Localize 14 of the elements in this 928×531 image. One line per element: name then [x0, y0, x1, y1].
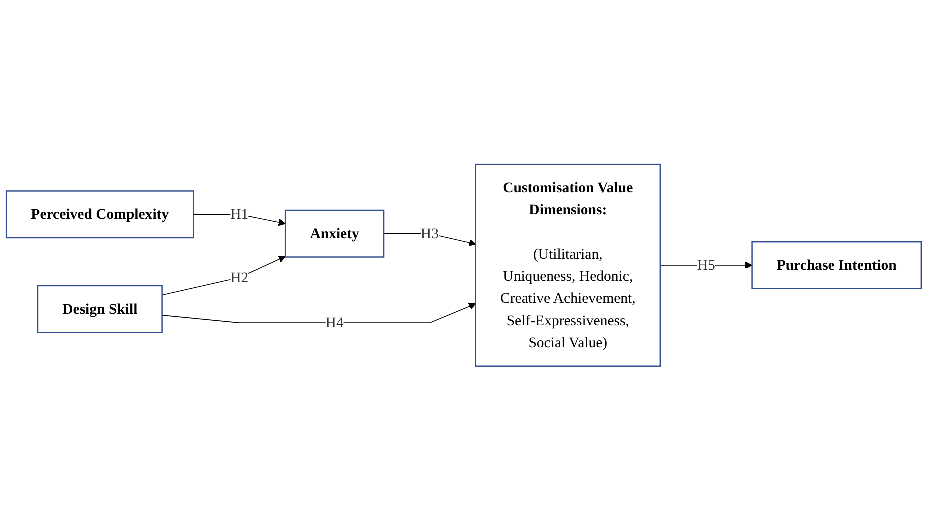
node-box: Customisation Value Dimensions: (Utilitarian, Uniqueness, Hedonic, Creative Achievement, Self-Expressiveness, Social Value) [475, 164, 662, 367]
arrow [162, 303, 476, 324]
node-box: Perceived Complexity [6, 190, 194, 239]
arrow [193, 214, 286, 226]
edge-label: H1 [230, 206, 249, 222]
arrow [384, 234, 476, 246]
arrow [162, 256, 286, 296]
node-box: Anxiety [284, 210, 385, 258]
edge-label: H5 [697, 256, 716, 274]
edge-label: H2 [230, 269, 249, 286]
node-box: Design Skill [37, 285, 163, 334]
edge-label: H3 [420, 225, 439, 242]
node-box: Purchase Intention [752, 242, 922, 290]
edge-label: H4 [326, 314, 344, 331]
